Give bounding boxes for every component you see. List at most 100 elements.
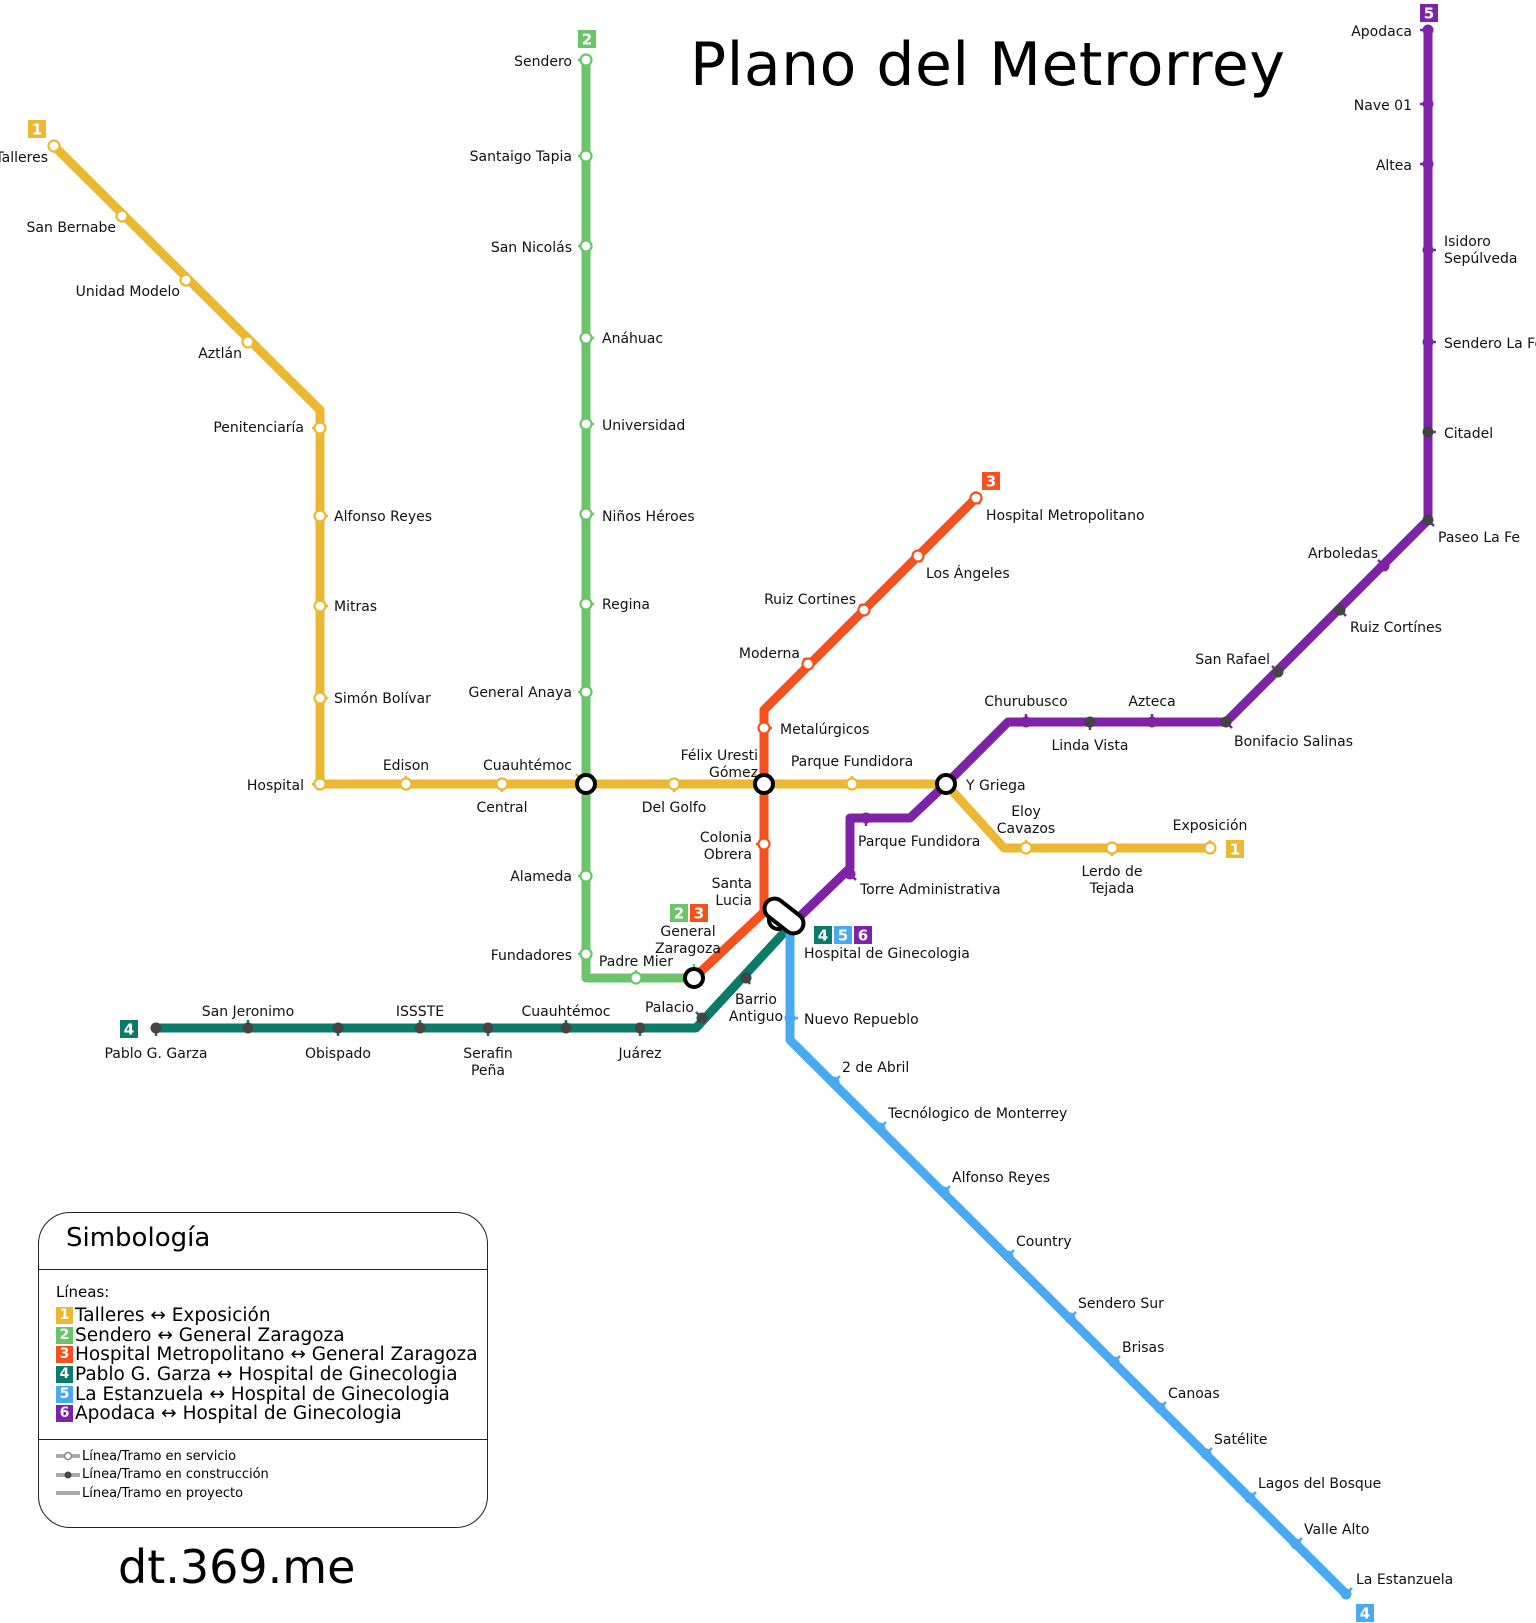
station-label: Padre Mier <box>599 954 673 970</box>
legend-line-5-text: La Estanzuela ↔ Hospital de Ginecologia <box>75 1383 450 1405</box>
line-5-badge: 5 <box>834 926 852 945</box>
station-simon-bolivar <box>313 691 328 705</box>
legend-line-2-text: Sendero ↔ General Zaragoza <box>75 1324 345 1346</box>
station-colonia-obrera <box>756 837 771 851</box>
legend-status-service: Línea/Tramo en servicio <box>56 1447 269 1466</box>
station-los-angeles <box>911 549 925 563</box>
station-marker <box>1378 560 1390 572</box>
interchange-marker <box>935 773 957 795</box>
station-label: La Estanzuela <box>1356 1572 1453 1588</box>
station-marker <box>399 777 413 791</box>
station-penitenciaria <box>312 421 327 435</box>
station-marker <box>579 239 593 253</box>
station-marker <box>757 721 771 735</box>
svg-text:5: 5 <box>1424 5 1434 23</box>
route-line-1 <box>49 141 1215 853</box>
station-label: Unidad Modelo <box>76 284 180 300</box>
station-marker <box>740 972 752 984</box>
line-2-badge: 2 <box>670 904 688 923</box>
service-line-icon <box>56 1452 80 1461</box>
station-label: San Jeronimo <box>202 1004 295 1020</box>
station-2-de-abril <box>828 1075 841 1088</box>
station-label: Central <box>477 800 528 816</box>
station-central <box>495 777 509 792</box>
station-marker <box>1422 98 1434 110</box>
legend-status-construction: Línea/Tramo en construcción <box>56 1466 269 1485</box>
station-unidad-modelo <box>179 273 193 287</box>
svg-text:4: 4 <box>124 1021 134 1039</box>
station-label: Cuauhtémoc <box>483 758 572 774</box>
svg-text:4: 4 <box>818 927 828 945</box>
station-talleres <box>47 139 61 153</box>
svg-text:3: 3 <box>986 473 996 491</box>
station-label: Valle Alto <box>1304 1522 1369 1538</box>
svg-text:5: 5 <box>838 927 848 945</box>
station-felix-uresti-gomez <box>753 773 775 795</box>
station-label: Nuevo Repueblo <box>804 1012 919 1028</box>
station-serafin-pena <box>482 1022 494 1036</box>
station-marker <box>1422 514 1434 526</box>
station-marker <box>1084 716 1096 728</box>
station-marker <box>313 421 327 435</box>
station-label: Paseo La Fe <box>1438 530 1520 546</box>
station-marker <box>634 1022 646 1034</box>
station-marker <box>313 599 327 613</box>
station-marker <box>313 691 327 705</box>
station-issste <box>414 1020 426 1034</box>
station-altea <box>1420 158 1434 170</box>
station-label: Altea <box>1376 158 1412 174</box>
station-marker <box>1422 158 1434 170</box>
station-marker <box>579 417 593 431</box>
station-label: San Nicolás <box>491 240 572 256</box>
station-nuevo-repueblo <box>784 1012 798 1024</box>
line-6-badge: 6 <box>56 1405 73 1423</box>
station-marker <box>1422 426 1434 438</box>
station-ruiz-cortines <box>1334 604 1347 617</box>
station-marker <box>1220 716 1232 728</box>
station-label: Exposición <box>1173 818 1248 834</box>
station-label: Parque Fundidora <box>791 754 913 770</box>
station-sendero <box>578 53 593 67</box>
interchange-marker <box>683 967 705 989</box>
svg-text:1: 1 <box>1230 841 1240 859</box>
station-marker <box>560 1022 572 1034</box>
station-regina <box>579 597 594 611</box>
station-marker <box>860 812 872 824</box>
station-marker <box>414 1022 426 1034</box>
station-alfonso-reyes <box>313 509 328 523</box>
station-pablo-g-garza <box>150 1022 162 1036</box>
station-label: Alameda <box>510 869 572 885</box>
station-marker <box>1244 1492 1256 1504</box>
station-marker <box>579 53 593 67</box>
station-general-anaya <box>578 685 593 699</box>
station-marker <box>911 549 925 563</box>
station-marker <box>1422 336 1434 348</box>
station-san-bernabe <box>115 209 129 223</box>
station-label: Santaigo Tapia <box>470 149 572 165</box>
station-citadel <box>1422 426 1436 438</box>
station-marker <box>1272 666 1284 678</box>
station-label: Sendero Sur <box>1078 1296 1164 1312</box>
line-6-badge: 6 <box>854 926 872 945</box>
line-4-badge: 4 <box>120 1020 138 1039</box>
station-label: Lagos del Bosque <box>1258 1476 1381 1492</box>
station-marker <box>579 149 593 163</box>
station-label: Alfonso Reyes <box>334 509 432 525</box>
station-anahuac <box>579 331 594 345</box>
station-label: Pablo G. Garza <box>104 1046 207 1062</box>
route-line-3 <box>689 493 981 983</box>
interchange-hospital-ginecologia <box>762 896 806 936</box>
station-label: Universidad <box>602 418 685 434</box>
station-torre-administrativa <box>844 868 857 881</box>
interchange-marker <box>753 773 775 795</box>
station-marker <box>1002 1250 1014 1262</box>
station-sendero-la-fe <box>1422 336 1436 348</box>
station-label: Nave 01 <box>1354 98 1412 114</box>
station-edison <box>399 776 413 791</box>
